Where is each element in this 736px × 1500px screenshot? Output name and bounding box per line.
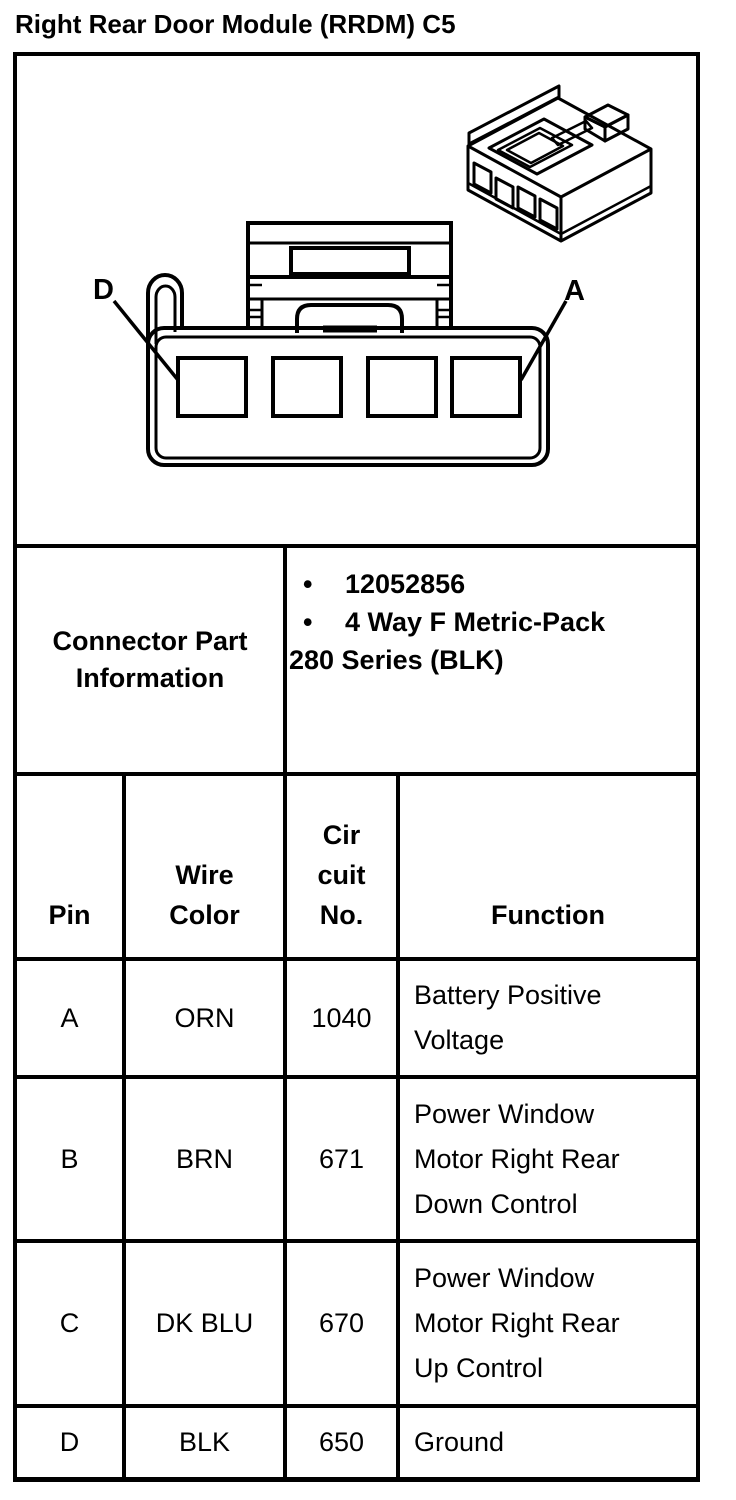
connector-part-info-label: Connector Part Information (17, 548, 283, 772)
wire-color-cell: BLK (178, 1427, 231, 1457)
wire-color-cell: BRN (175, 1143, 233, 1174)
grid-line (13, 772, 700, 776)
grid-line (283, 544, 287, 1482)
header-function-line: Function (491, 900, 605, 930)
pin-cell: A (60, 1002, 79, 1033)
bullet-icon: • (303, 569, 313, 599)
connector-type: 4 Way F Metric-Pack (345, 607, 606, 637)
connector-latch (246, 221, 453, 333)
iso-pin-slot (538, 197, 559, 231)
header-function: Function (400, 776, 696, 957)
connector-type-item: • 4 Way F Metric-Pack (287, 603, 696, 641)
function-text: Power Window Motor Right Rear Up Control (414, 1263, 620, 1383)
connector-body-outline (146, 326, 550, 467)
connector-part-info-label-line: Information (75, 663, 225, 693)
grid-line (13, 544, 700, 548)
function-text: Power Window Motor Right Rear Down Contr… (414, 1098, 620, 1219)
part-number: 12052856 (345, 569, 466, 599)
pin-cavity-c (271, 356, 343, 418)
circuit-no-cell: 650 (318, 1427, 365, 1457)
function-text: Battery Positive Voltage (414, 980, 602, 1055)
pin-cavity-d (176, 356, 248, 418)
latch-arch (295, 303, 404, 333)
header-circuit-no: Cir cuit No. (287, 776, 396, 957)
grid-line (13, 957, 700, 961)
pin-cell: C (59, 1308, 80, 1338)
iso-top-rail (467, 84, 561, 146)
grid-line (396, 772, 400, 1482)
circuit-no-cell: 670 (318, 1308, 365, 1338)
iso-deck (487, 117, 594, 176)
grid-line (13, 52, 700, 56)
grid-line (13, 1075, 700, 1079)
grid-line (13, 1477, 700, 1482)
circuit-no-cell: 671 (318, 1143, 365, 1174)
connector-diagram: D A (93, 84, 653, 467)
grid-line (13, 52, 17, 1482)
header-circuit-no-line: No. (319, 900, 364, 930)
connector-left-hook (146, 273, 184, 344)
header-wire-color-line: Wire (175, 860, 234, 890)
header-wire-color: Wire Color (126, 776, 283, 957)
iso-lock-stem (550, 119, 594, 147)
connector-type-continued: 280 Series (BLK) (289, 645, 504, 675)
pin-cell: D (59, 1427, 80, 1457)
pin-label-a: A (564, 275, 585, 307)
pin-cavity-a (450, 356, 522, 418)
pin-cavity-b (366, 356, 438, 418)
function-text: Ground (414, 1427, 505, 1457)
connector-isometric-view (466, 84, 653, 243)
grid-line (13, 1239, 700, 1243)
function-cell: Power Window Motor Right Rear Up Control (400, 1243, 696, 1404)
connector-front-view (112, 221, 568, 467)
bullet-icon: • (303, 607, 313, 637)
header-circuit-no-line: Cir (322, 820, 361, 850)
grid-line (696, 52, 700, 1482)
pin-label-d: D (93, 274, 114, 306)
leader-line-a (519, 300, 568, 381)
wire-color-cell: DK BLU (155, 1308, 254, 1338)
part-number-item: • 12052856 (287, 565, 696, 603)
header-pin: Pin (17, 776, 122, 957)
page-title: Right Rear Door Module (RRDM) C5 (15, 9, 456, 39)
leader-line-d (112, 299, 180, 382)
grid-line (13, 1404, 700, 1408)
header-circuit-no-line: cuit (317, 860, 366, 890)
function-cell: Power Window Motor Right Rear Down Contr… (400, 1079, 696, 1239)
wire-color-cell: ORN (174, 1002, 235, 1033)
iso-pin-slot (516, 185, 537, 219)
header-pin-line: Pin (48, 900, 91, 930)
function-cell: Ground (400, 1408, 696, 1477)
connector-part-info-details: • 12052856 • 4 Way F Metric-Pack 280 Serie… (287, 548, 696, 772)
connector-part-info-label-line: Connector Part (52, 626, 248, 656)
iso-pin-slot (472, 161, 493, 195)
circuit-no-cell: 1040 (311, 1002, 372, 1033)
function-cell: Battery Positive Voltage (400, 961, 696, 1075)
header-wire-color-line: Color (169, 900, 240, 930)
grid-line (122, 772, 126, 1482)
pin-cell: B (60, 1143, 79, 1174)
iso-latch-ring (496, 126, 574, 169)
